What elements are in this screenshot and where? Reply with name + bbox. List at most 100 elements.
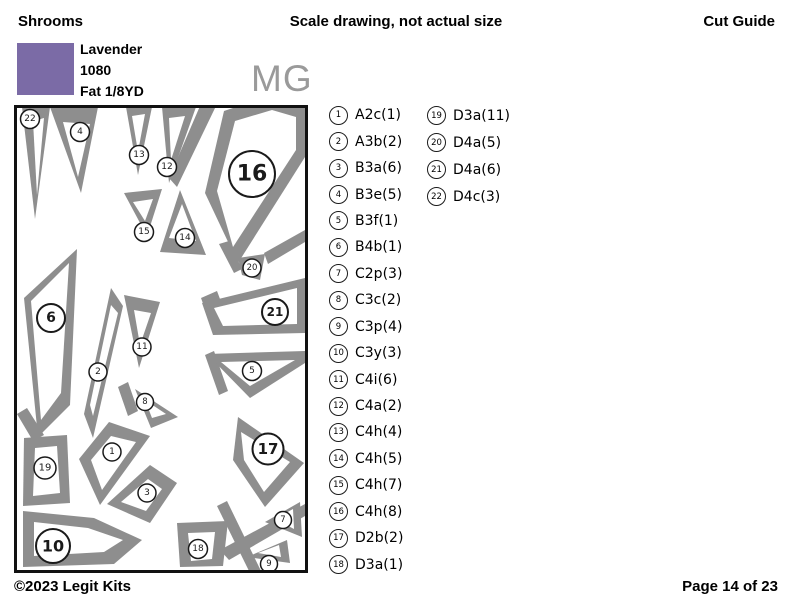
legend-piece-label: D4a(5): [453, 134, 502, 151]
piece-number-circle-3: [137, 483, 157, 503]
piece-number-circle-20: [242, 258, 262, 278]
piece-number-circle-8: [135, 392, 155, 412]
piece-number-label-14: 14: [179, 233, 191, 243]
piece-number-circle-5: [241, 360, 263, 382]
piece-inner-12: [169, 116, 185, 160]
piece-number-label-15: 15: [138, 227, 149, 237]
page-type-label: Cut Guide: [703, 13, 775, 30]
piece-inner-1: [91, 436, 136, 490]
piece-number-circle-12: [156, 156, 178, 178]
legend-piece-number: 17: [329, 528, 348, 548]
legend-item: 19 D3a(11): [427, 102, 510, 129]
piece-number-label-19: 19: [39, 463, 52, 474]
piece-number-circle-18: [187, 538, 209, 560]
piece-number-label-8: 8: [142, 397, 147, 407]
piece-number-circle-17: [251, 432, 285, 466]
scale-note: Scale drawing, not actual size: [289, 13, 503, 30]
piece-number-label-7: 7: [280, 515, 285, 525]
legend-piece-number: 19: [427, 106, 446, 125]
fabric-swatch: [17, 43, 74, 95]
legend-piece-label: B3f(1): [355, 212, 399, 229]
legend-piece-number: 12: [329, 396, 348, 416]
legend-item: 15 C4h(7): [329, 472, 403, 498]
legend-piece-number: 1: [329, 105, 348, 125]
legend-piece-number: 2: [329, 132, 348, 152]
piece-inner-11: [134, 310, 151, 345]
piece-number-label-16: 16: [237, 162, 268, 187]
legend-piece-number: 3: [329, 158, 348, 178]
legend-piece-label: C3c(2): [355, 292, 402, 309]
legend-piece-number: 22: [427, 187, 446, 206]
piece-number-label-11: 11: [136, 342, 147, 352]
legend-piece-label: D4c(3): [453, 188, 501, 205]
piece-number-circle-13: [128, 144, 150, 166]
legend-piece-number: 9: [329, 317, 348, 337]
piece-inner-15: [133, 199, 153, 221]
piece-number-label-13: 13: [133, 150, 144, 160]
piece-number-circle-14: [174, 227, 196, 249]
piece-number-label-6: 6: [46, 310, 56, 326]
pattern-title: Shrooms: [18, 13, 84, 30]
legend-piece-label: D3a(11): [453, 107, 511, 124]
legend-piece-label: C2p(3): [355, 265, 403, 282]
fabric-group-tag: MG: [251, 58, 313, 99]
legend-item: 22 D4c(3): [427, 183, 510, 210]
legend-item: 21 D4a(6): [427, 156, 510, 183]
piece-inner-13: [132, 114, 145, 152]
legend-item: 8 C3c(2): [329, 287, 403, 313]
legend-piece-number: 14: [329, 449, 348, 469]
legend-piece-label: B3e(5): [355, 186, 402, 203]
fabric-scrap-shape: [264, 230, 305, 264]
legend-piece-number: 7: [329, 264, 348, 284]
copyright: ©2023 Legit Kits: [14, 578, 131, 595]
piece-number-label-2: 2: [95, 367, 101, 377]
piece-number-circle-6: [36, 303, 66, 333]
piece-number-label-1: 1: [109, 447, 115, 457]
fabric-code: 1080: [80, 62, 112, 78]
legend-item: 7 C2p(3): [329, 261, 403, 287]
diagram-border: [14, 105, 308, 573]
piece-number-label-4: 4: [77, 127, 83, 137]
legend-piece-number: 21: [427, 160, 446, 179]
fabric-info: Lavender 1080 Fat 1/8YD: [80, 39, 144, 102]
legend-piece-label: B3a(6): [355, 160, 402, 177]
legend-piece-number: 10: [329, 343, 348, 363]
legend-piece-number: 15: [329, 475, 348, 495]
legend-piece-number: 13: [329, 422, 348, 442]
piece-number-circle-11: [132, 337, 152, 357]
legend-piece-label: C4a(2): [355, 398, 403, 415]
piece-number-circle-2: [88, 362, 108, 382]
fabric-name: Lavender: [80, 41, 143, 57]
fabric-scrap-shape: [169, 106, 216, 187]
fabric-scrap-shape: [219, 241, 242, 273]
legend-piece-number: 8: [329, 290, 348, 310]
piece-number-label-5: 5: [249, 366, 255, 376]
piece-number-circle-10: [35, 528, 71, 564]
piece-number-circle-22: [19, 108, 41, 130]
fabric-scrap-shape: [217, 501, 261, 571]
legend-piece-number: 6: [329, 237, 348, 257]
legend-item: 3 B3a(6): [329, 155, 403, 181]
legend-piece-label: D4a(6): [453, 161, 502, 178]
piece-number-label-17: 17: [258, 440, 279, 458]
legend-piece-label: C4h(7): [355, 477, 403, 494]
fabric-scrap-shape: [205, 351, 228, 395]
piece-number-circle-4: [69, 121, 91, 143]
